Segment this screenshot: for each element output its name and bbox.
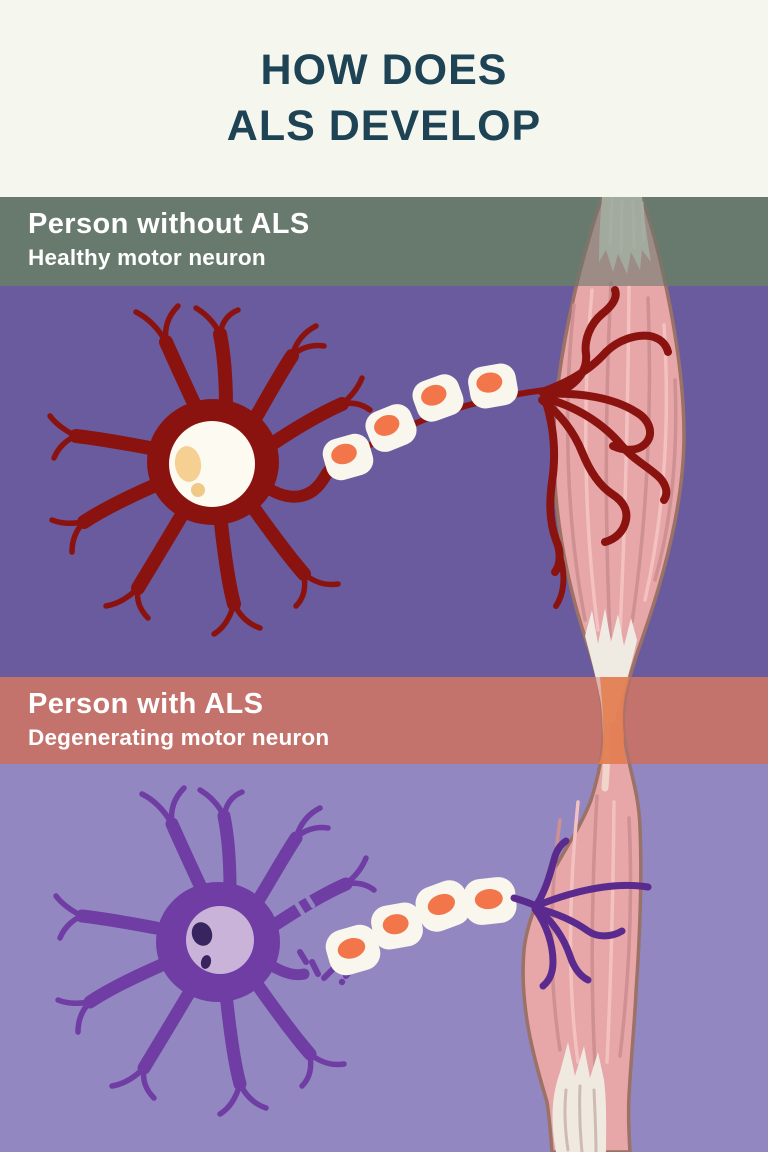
axon-stub [266, 960, 310, 981]
panel-als-background [0, 764, 768, 1152]
dendrite-break-marks [290, 887, 316, 917]
muscle-waist-under-band [523, 677, 684, 764]
degenerating-motor-neuron [53, 785, 652, 1117]
nerve-endings-als [510, 837, 652, 990]
nucleolus-als-small [200, 955, 212, 969]
dendrites [47, 303, 373, 637]
axon-fragment-dot [338, 978, 346, 986]
nucleolus-small [191, 483, 205, 497]
healthy-motor-neuron [47, 286, 672, 637]
myelin-sheath [322, 363, 518, 481]
nucleus [169, 421, 255, 507]
header-background [0, 0, 768, 198]
damaged-myelin-sheath [325, 877, 517, 976]
nucleolus [174, 446, 202, 482]
band-als-background [0, 677, 768, 764]
nerve-endings-healthy [538, 286, 672, 609]
waist-orange-tint [598, 677, 630, 764]
dendrites-als [53, 785, 377, 1117]
nucleolus-als [191, 922, 213, 946]
